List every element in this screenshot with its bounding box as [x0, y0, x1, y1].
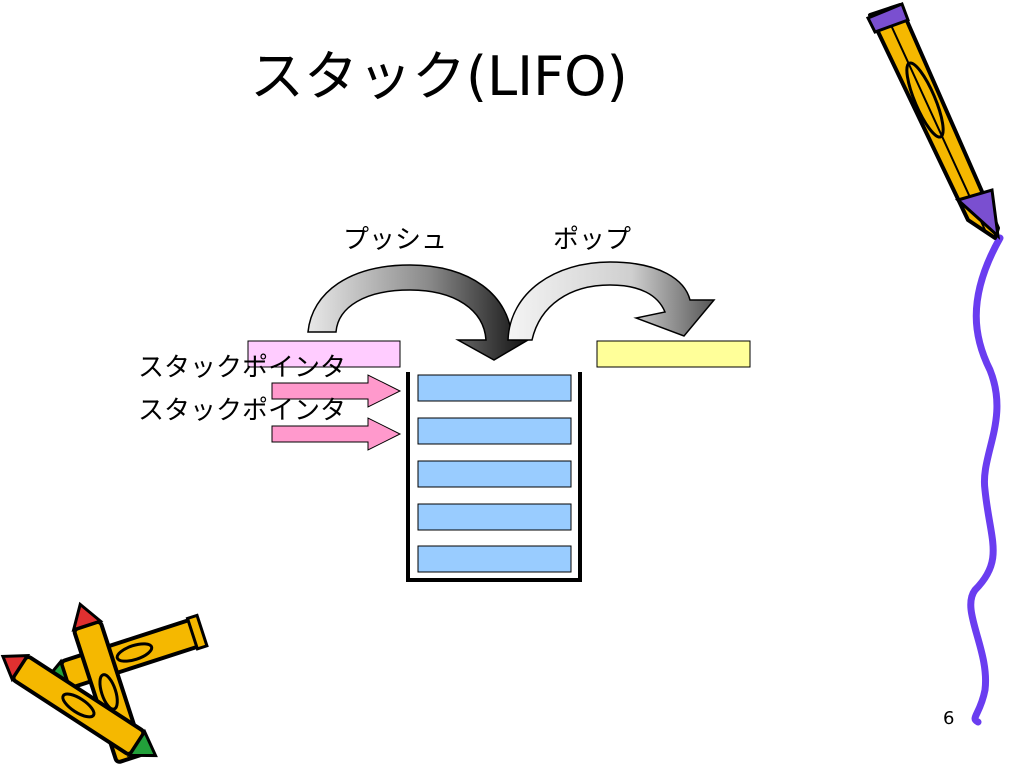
stack-slot [417, 545, 572, 573]
push-label: プッシュ [343, 225, 448, 255]
slide-title: スタック(LIFO) [250, 45, 628, 108]
stack-pointer-arrow [271, 417, 402, 451]
pencil-icon [865, 2, 1001, 240]
stack-container [406, 372, 582, 582]
wavy-border-line [967, 234, 1004, 726]
crossed-pencils-icon [0, 601, 209, 764]
stack-pointer-arrow [271, 374, 402, 408]
stack-pointer-label: スタックポインタ [138, 396, 347, 426]
push-item [247, 340, 401, 368]
stack-slot [417, 417, 572, 445]
pop-item [596, 340, 751, 368]
page-number: 6 [943, 708, 955, 729]
stack-slot [417, 374, 572, 402]
pop-label: ポップ [553, 225, 632, 255]
stack-slot [417, 503, 572, 531]
pop-arrow [507, 261, 716, 341]
stack-slot [417, 460, 572, 488]
stack-pointer-label: スタックポインタ [138, 353, 347, 383]
